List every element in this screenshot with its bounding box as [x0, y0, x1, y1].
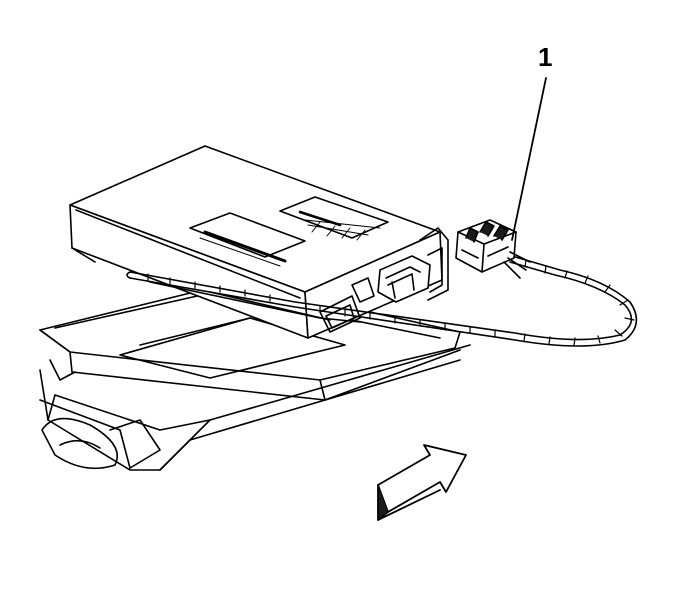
forward-direction-arrow	[377, 444, 467, 521]
module-connector	[351, 255, 431, 303]
harness-connector	[455, 219, 531, 279]
callout-leader-line	[511, 77, 547, 241]
console-panel	[39, 344, 471, 471]
callout-label-1: 1	[538, 42, 553, 72]
wiring-harness	[126, 255, 638, 347]
